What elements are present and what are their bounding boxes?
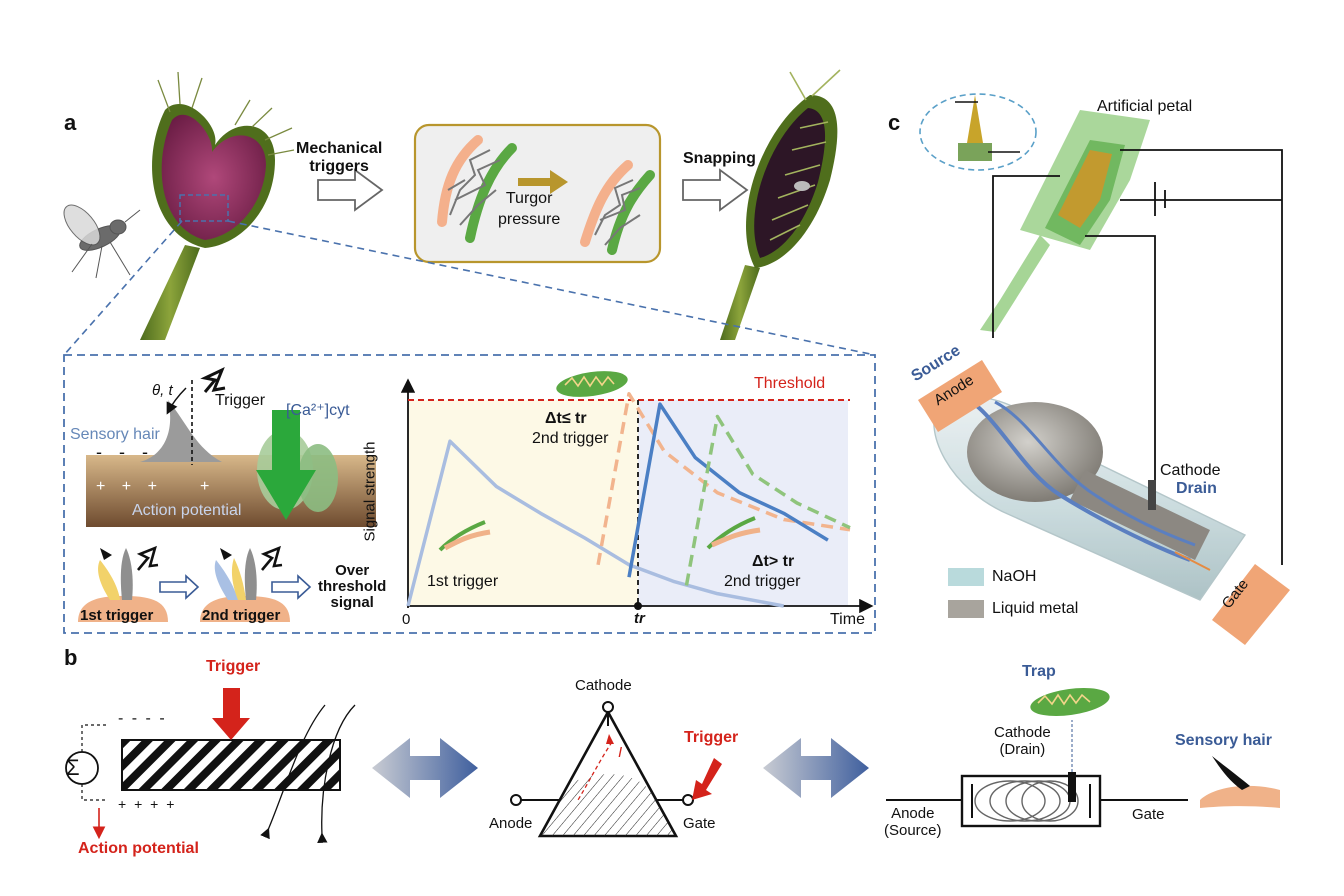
legend-swatch-metal <box>948 600 984 618</box>
double-arrow-1 <box>372 738 478 798</box>
signal-chart <box>400 371 874 614</box>
inset-box <box>63 354 876 634</box>
y-axis-label: Signal strength <box>361 441 379 542</box>
petal-wiring <box>992 149 1283 565</box>
mosquito <box>63 204 141 279</box>
cathode-c-label: Cathode <box>1160 462 1221 479</box>
turgor-pressure-label: Turgor pressure <box>498 190 561 228</box>
action-potential-b-label: Action potential <box>78 840 199 857</box>
annot-right: Δt> tr <box>752 553 795 570</box>
tr-point <box>634 602 642 610</box>
minus-row: - - - - <box>118 710 167 727</box>
chart-first-trigger-label: 1st trigger <box>427 573 499 590</box>
x-axis-label: Time <box>830 611 865 628</box>
cathode-label: Cathode <box>575 677 632 694</box>
open-flytrap <box>140 71 295 340</box>
theta-t-label: θ, t <box>152 382 173 399</box>
plus-sign-right: + <box>200 478 210 495</box>
legend-naoh-label: NaOH <box>992 568 1037 585</box>
series-line-2 <box>627 402 829 578</box>
current-label: I <box>618 744 623 761</box>
triode-symbol <box>510 701 722 838</box>
over-threshold-label: Over threshold signal <box>318 562 387 611</box>
closed-flytrap <box>720 69 841 340</box>
gate2-label: Gate <box>1132 806 1165 823</box>
chart-bg-late <box>638 400 848 606</box>
second-trigger-label: 2nd trigger <box>202 607 281 624</box>
hatched-bar <box>121 739 341 791</box>
anode-source-label: Anode (Source) <box>884 805 942 839</box>
drain-label: Drain <box>1176 480 1217 497</box>
zoom-lines <box>63 220 876 356</box>
sensory-hair-b <box>1200 756 1280 808</box>
annot-left: Δt≤ tr <box>545 410 587 427</box>
anode-label: Anode <box>489 815 533 832</box>
trap-label: Trap <box>1022 663 1056 680</box>
turgor-box <box>413 123 662 264</box>
first-trigger-label: 1st trigger <box>80 607 154 624</box>
threshold-label: Threshold <box>754 375 826 392</box>
field-lines <box>260 704 356 844</box>
minus-signs: - - - <box>96 442 154 462</box>
tr-label: tr <box>634 610 645 627</box>
annot-left-sub: 2nd trigger <box>532 430 609 447</box>
sigma-symbol: Σ <box>66 755 80 780</box>
series-line-0 <box>406 439 785 608</box>
panel-b-letter: b <box>64 645 78 670</box>
plus-row: + + + + <box>118 796 177 812</box>
trigger-top-label: Trigger <box>206 658 261 675</box>
double-arrow-2 <box>763 738 869 798</box>
trigger-label: Trigger <box>215 392 266 409</box>
trigger-right-label: Trigger <box>684 729 739 746</box>
hollow-arrow-1 <box>317 168 384 212</box>
annot-right-sub: 2nd trigger <box>724 573 801 590</box>
cylinder-cell <box>918 360 1290 645</box>
hair-icon-2 <box>706 516 761 550</box>
legend-metal-label: Liquid metal <box>992 600 1079 617</box>
artificial-petal-device <box>919 93 1150 332</box>
panel-a-letter: a <box>64 110 77 135</box>
trigger-sequence <box>78 545 312 622</box>
artificial-petal-label: Artificial petal <box>1097 98 1193 115</box>
trap-icon-chart <box>556 371 628 397</box>
cathode-drain-label: Cathode (Drain) <box>994 724 1051 758</box>
sensory-hair-b-label: Sensory hair <box>1175 732 1272 749</box>
ca-label: [Ca²⁺]cyt <box>286 402 350 419</box>
panel-c-letter: c <box>888 110 901 135</box>
action-potential-label: Action potential <box>132 502 242 519</box>
trigger-arrow-down <box>212 688 250 740</box>
hair-icon-1 <box>438 520 491 552</box>
legend-swatch-naoh <box>948 568 984 586</box>
series-line-3 <box>684 414 851 586</box>
sensory-hair-label: Sensory hair <box>70 426 160 443</box>
plus-signs: + + + <box>96 478 163 495</box>
liquid-metal-cell <box>886 687 1188 828</box>
gate-label: Gate <box>683 815 716 832</box>
snapping-label: Snapping <box>683 150 756 167</box>
hollow-arrow-2 <box>682 168 749 212</box>
sigma-source <box>65 724 108 801</box>
mechanical-triggers-label: Mechanical triggers <box>296 140 383 175</box>
origin-label: 0 <box>402 611 411 628</box>
sensory-hair-scene <box>86 367 376 527</box>
